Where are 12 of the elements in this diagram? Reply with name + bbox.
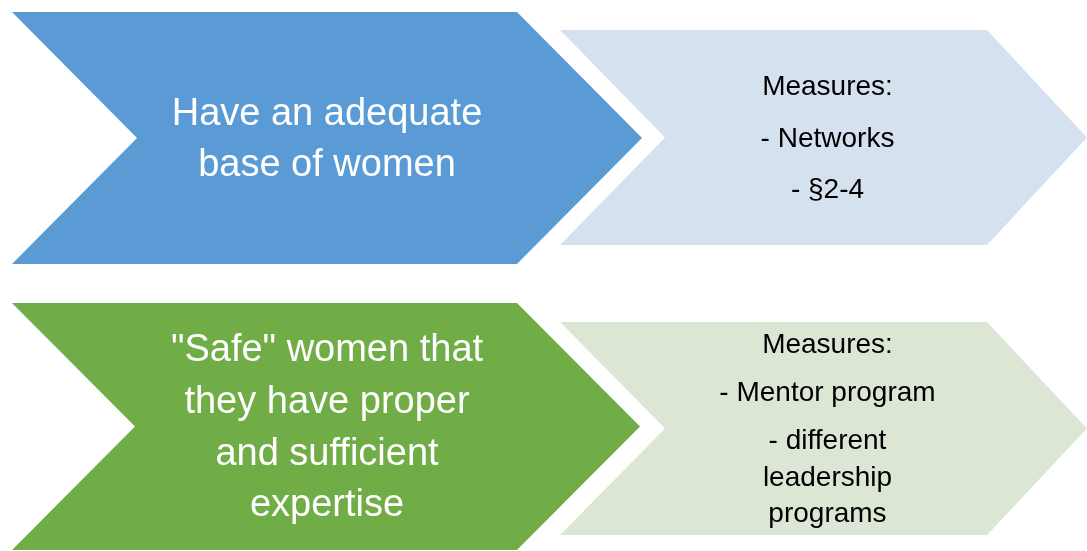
chevron-panel xyxy=(560,322,1087,535)
goal-text: "Safe" women that they have proper and sufficient expertise xyxy=(169,326,485,527)
measure-text: - §2-4 xyxy=(790,172,865,206)
heading-text: Measures: xyxy=(762,326,893,361)
chevron-panel xyxy=(12,303,640,550)
measure-text: - Mentor program xyxy=(719,374,936,409)
chevron-panel xyxy=(12,12,642,264)
measure-text: - different leadership programs xyxy=(761,423,894,531)
heading-text: Measures: xyxy=(762,69,893,103)
chevron-panel xyxy=(560,30,1087,245)
goal-text: Have an adequate base of women xyxy=(170,89,484,186)
measure-text: - Networks xyxy=(760,120,895,155)
